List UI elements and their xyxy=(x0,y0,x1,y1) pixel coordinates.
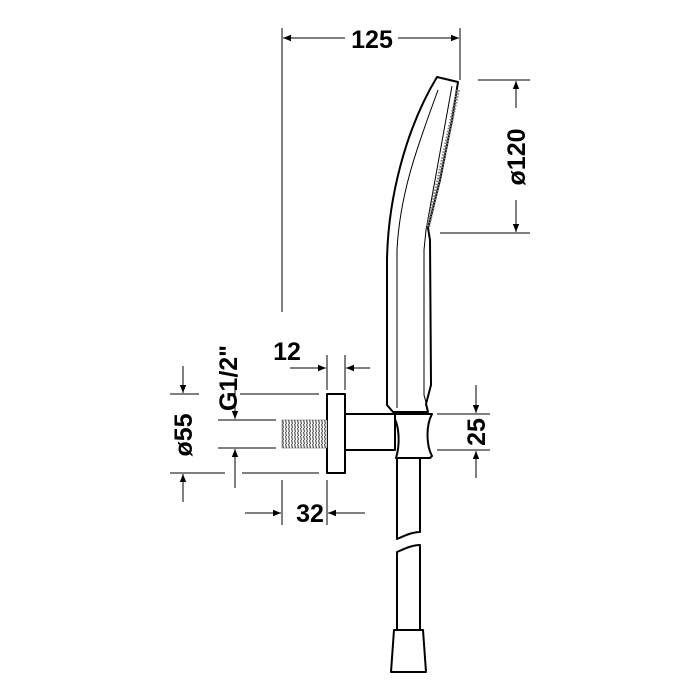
dimension-label-120: ø120 xyxy=(503,129,531,186)
dimension-label-32: 32 xyxy=(296,500,324,528)
dimension-label-25: 25 xyxy=(463,418,491,446)
dimension-thread-length: 32 xyxy=(245,480,365,528)
dimension-head-diameter: ø120 xyxy=(440,79,531,234)
dimension-flange-depth: 12 xyxy=(273,338,370,390)
hose-connector xyxy=(391,413,433,459)
dimension-label-thread: G1/2" xyxy=(215,345,243,411)
hand-shower xyxy=(386,76,460,413)
dimension-thread-size: G1/2" xyxy=(215,345,276,488)
shower-hose xyxy=(390,457,427,673)
hose-end-fitting xyxy=(390,629,427,673)
dimension-flange-diameter: ø55 xyxy=(170,366,319,502)
dimension-overall-width: 125 xyxy=(281,26,461,312)
dimension-label-125: 125 xyxy=(351,26,393,54)
spray-nozzles xyxy=(426,89,460,229)
wall-elbow-pipe xyxy=(344,413,396,451)
thread xyxy=(281,419,328,449)
dimension-label-12: 12 xyxy=(273,338,301,366)
dimension-connector-height: 25 xyxy=(437,385,491,478)
dimension-label-55: ø55 xyxy=(170,413,198,456)
wall-flange xyxy=(326,393,346,474)
